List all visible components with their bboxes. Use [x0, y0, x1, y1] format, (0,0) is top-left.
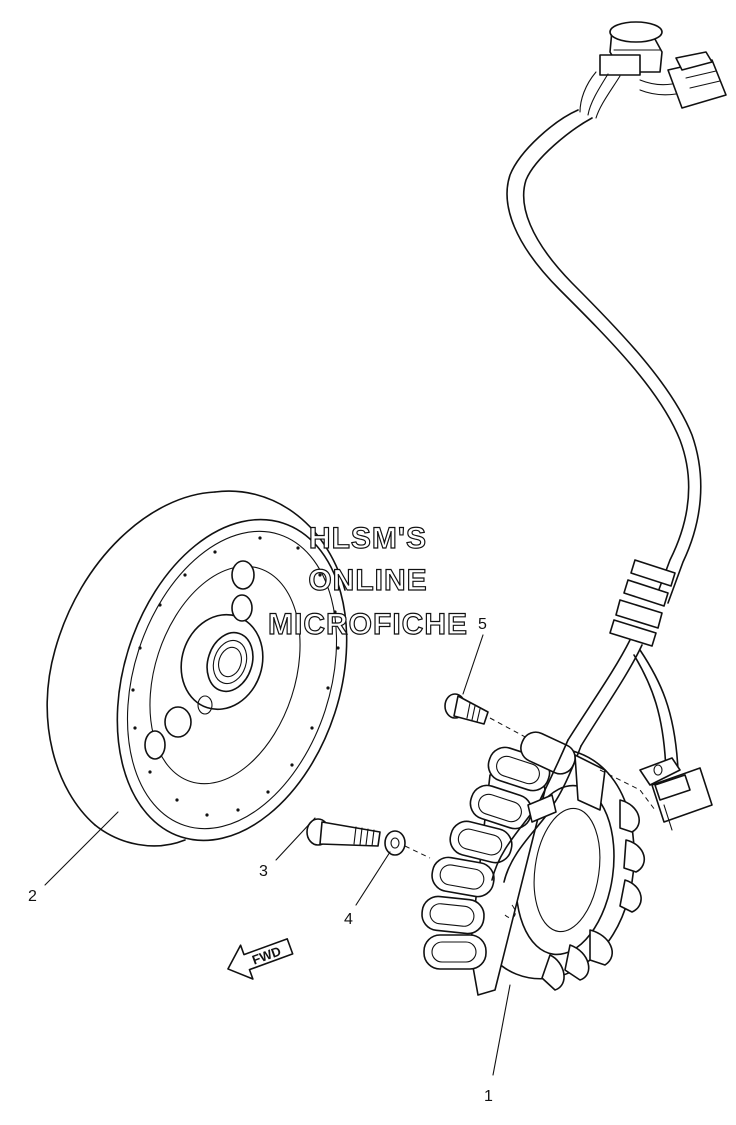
watermark: HLSM'S ONLINE MICROFICHE [267, 521, 468, 641]
callout-label-1: 1 [484, 1088, 493, 1105]
washer-part-4 [384, 830, 431, 859]
callout-1: 1 [484, 984, 511, 1105]
stator-assembly [421, 731, 646, 996]
fwd-direction-arrow: FWD [227, 938, 294, 980]
callout-label-4: 4 [344, 911, 353, 928]
bolt-part-5 [444, 693, 541, 746]
callout-5: 5 [462, 616, 487, 695]
grommet [609, 559, 676, 647]
callout-label-2: 2 [28, 888, 37, 905]
wire-harness [506, 109, 702, 773]
square-connector [639, 51, 727, 109]
round-connector [579, 21, 663, 119]
callout-label-3: 3 [259, 863, 268, 880]
callout-label-5: 5 [478, 616, 487, 633]
watermark-line-3: MICROFICHE [268, 608, 468, 641]
callout-2: 2 [28, 811, 119, 905]
callout-4: 4 [344, 851, 391, 928]
pickup-coil [599, 757, 713, 831]
bolt-part-3 [306, 818, 381, 847]
watermark-line-2: ONLINE [308, 564, 427, 597]
stator-coils [421, 731, 576, 970]
watermark-line-1: HLSM'S [309, 522, 427, 555]
flywheel-rotor [46, 490, 348, 847]
callout-3: 3 [259, 817, 316, 880]
